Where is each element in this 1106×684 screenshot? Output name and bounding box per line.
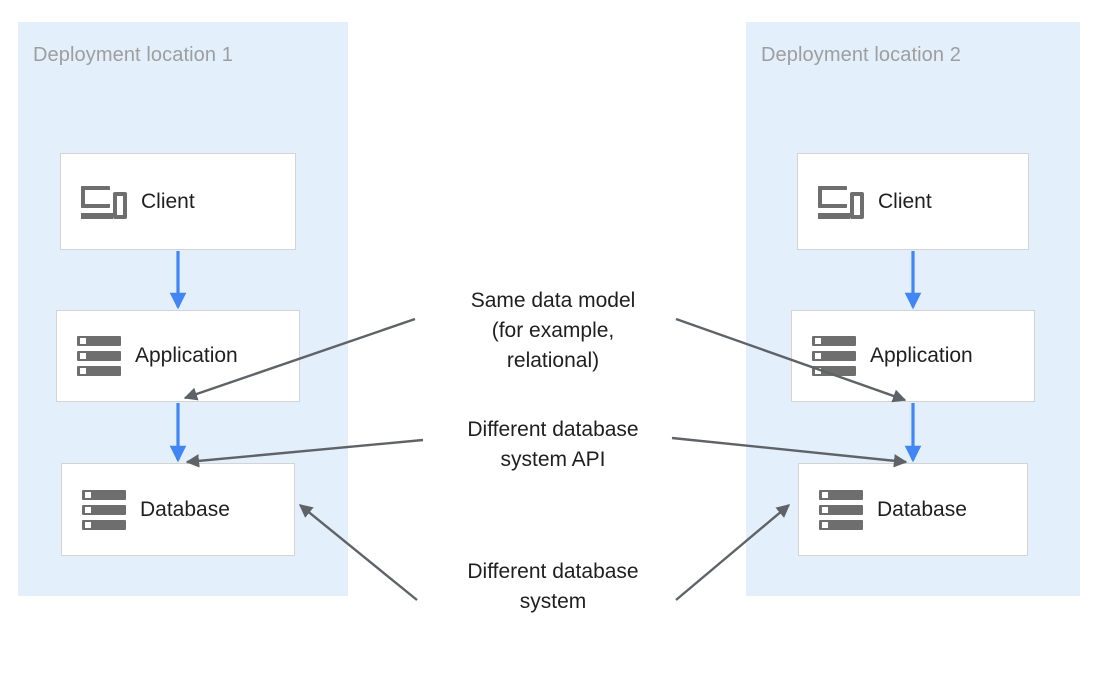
node-application-2[interactable]: Application [791,310,1035,402]
node-application-1-label: Application [135,344,238,367]
node-client-2-label: Client [878,189,932,213]
callout-line: Same data model [470,289,636,312]
node-database-1[interactable]: Database [61,463,295,556]
callout-line: system API [500,448,606,471]
node-client-2[interactable]: Client [797,153,1029,250]
server-stack-icon [812,335,856,377]
node-client-1[interactable]: Client [60,153,296,250]
server-stack-icon [819,489,863,531]
callout-line: (for example, [491,319,615,342]
server-stack-icon [82,489,126,531]
client-devices-icon [818,184,864,220]
server-stack-icon [77,335,121,377]
callout-line: Different database [467,418,639,441]
node-database-1-label: Database [140,497,230,521]
region-1-title: Deployment location 1 [33,44,233,66]
node-application-1[interactable]: Application [56,310,300,402]
region-2-title: Deployment location 2 [761,44,961,66]
callout-different-database-system-api: Different database system API [403,415,703,475]
client-devices-icon [81,184,127,220]
callout-line: system [519,590,587,613]
node-database-2[interactable]: Database [798,463,1028,556]
callout-line: Different database [467,560,639,583]
node-application-2-label: Application [870,344,973,367]
callout-different-database-system: Different database system [403,557,703,617]
node-database-2-label: Database [877,497,967,521]
callout-line: relational) [506,349,600,372]
node-client-1-label: Client [141,189,195,213]
callout-same-data-model: Same data model (for example, relational… [403,286,703,376]
